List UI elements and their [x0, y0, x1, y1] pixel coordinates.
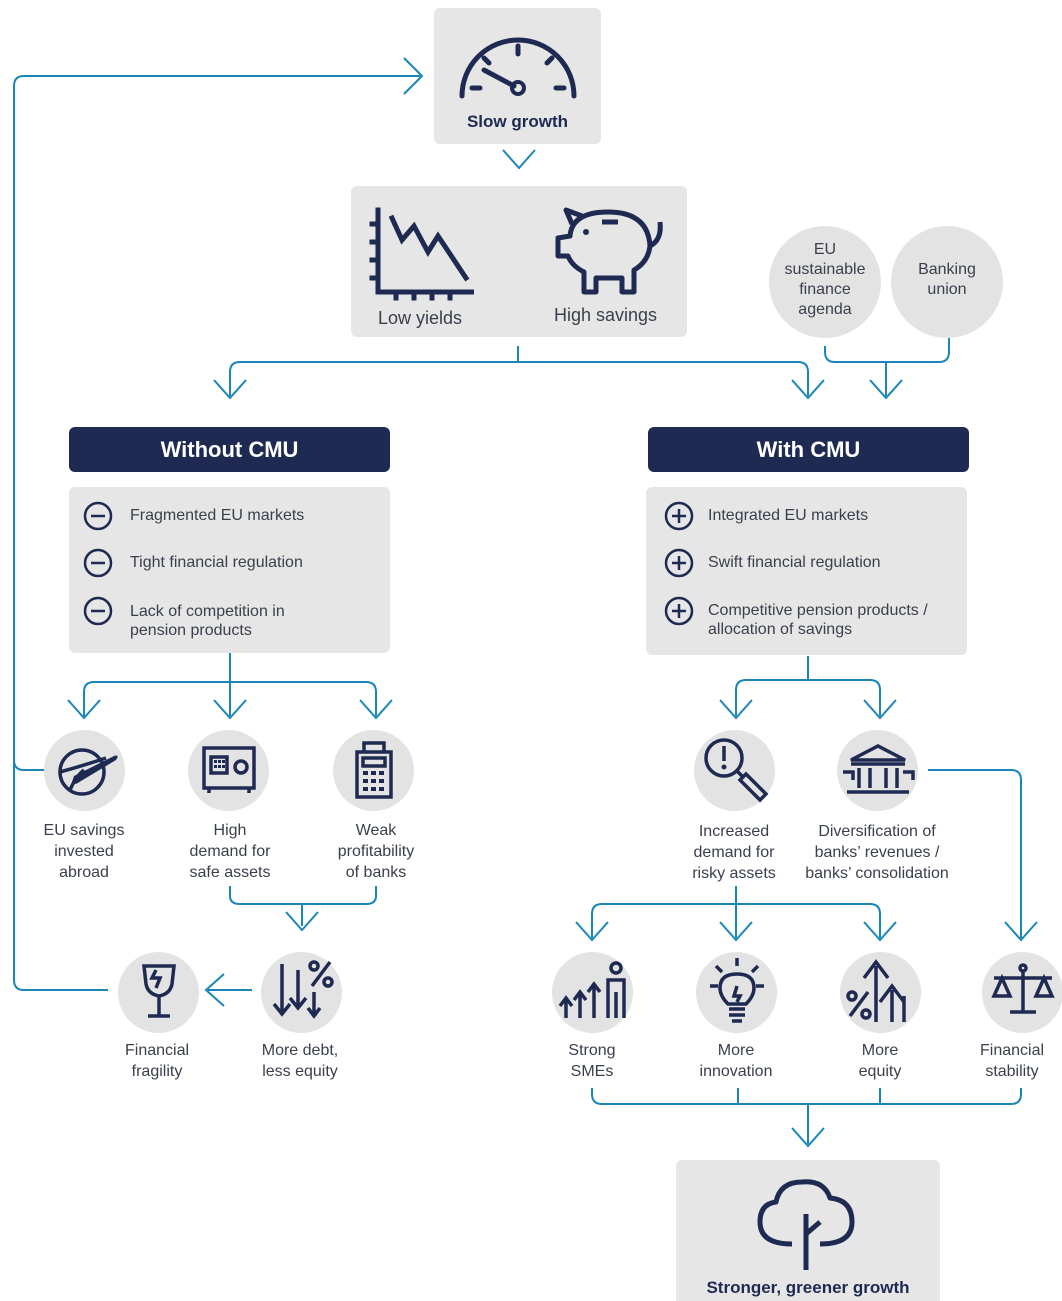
- risky-assets-label: Increased demand for risky assets: [692, 823, 776, 882]
- final-merge: [591, 1088, 1022, 1105]
- bank-icon: [843, 744, 915, 794]
- feedback-loop-bottom: [13, 760, 108, 991]
- with-branch: [735, 679, 881, 716]
- weak-profitability-label: Weak profitability of banks: [337, 822, 415, 881]
- growth-person-icon: [558, 961, 626, 1018]
- slow-growth-label: Slow growth: [466, 112, 569, 131]
- minus-icon: [83, 596, 113, 626]
- minus-icon: [83, 501, 113, 531]
- with-item: Swift financial regulation: [708, 554, 881, 571]
- high-savings-label: High savings: [554, 305, 658, 325]
- up-arrows-percent-icon: [846, 959, 906, 1022]
- stronger-greener-growth-label: Stronger, greener growth: [706, 1278, 910, 1297]
- more-innovation-label: More innovation: [699, 1042, 773, 1080]
- banking-union-circle: [891, 226, 1003, 338]
- bank-to-stability: [928, 769, 1022, 938]
- strong-smes-label: Strong SMEs: [568, 1042, 616, 1080]
- bank-diversification-label: Diversification of banks’ revenues / ban…: [805, 823, 949, 882]
- without-item: Fragmented EU markets: [130, 507, 305, 524]
- declining-chart-icon: [369, 207, 474, 301]
- plus-icon: [664, 596, 694, 626]
- with-item: Integrated EU markets: [708, 507, 869, 524]
- calculator-icon: [355, 741, 393, 799]
- savings-abroad-label: EU savings invested abroad: [43, 822, 125, 881]
- low-yields-label: Low yields: [378, 308, 463, 328]
- arrowhead-to-slow-growth: [403, 57, 424, 95]
- arrowhead-without: [213, 379, 247, 400]
- slow-growth-box: [434, 8, 601, 144]
- plus-icon: [664, 501, 694, 531]
- results-branch: [591, 903, 881, 938]
- without-merge: [229, 886, 377, 905]
- sustainable-finance-label: EU sustainable finance agenda: [784, 241, 866, 318]
- plus-icon: [664, 548, 694, 578]
- with-cmu-box: [646, 487, 967, 655]
- split-left: [229, 346, 519, 396]
- broken-glass-icon: [142, 964, 176, 1018]
- financial-fragility-label: Financial fragility: [124, 1042, 190, 1080]
- magnifier-exclamation-icon: [704, 738, 769, 803]
- more-debt-label: More debt, less equity: [261, 1042, 339, 1080]
- sustainable-finance-circle: [769, 226, 881, 338]
- scales-icon: [991, 963, 1055, 1014]
- without-branch: [83, 681, 377, 716]
- arrowhead-to-savings: [502, 149, 536, 170]
- arrowhead-with: [791, 379, 825, 400]
- drivers-join: [824, 338, 950, 363]
- split-right: [518, 361, 809, 396]
- without-item: Tight financial regulation: [130, 554, 303, 571]
- without-item: Lack of competition in pension products: [130, 603, 285, 639]
- without-cmu-header: Without CMU: [69, 427, 390, 472]
- arrowhead-drivers: [869, 379, 903, 400]
- savings-box: [351, 186, 687, 337]
- without-cmu-box: [69, 487, 390, 653]
- safe-assets-label: High demand for safe assets: [189, 822, 271, 881]
- savings-abroad-circle: [44, 730, 125, 811]
- financial-stability-label: Financial stability: [979, 1042, 1045, 1080]
- feedback-loop-top: [13, 75, 420, 771]
- down-arrows-percent-icon: [272, 960, 334, 1019]
- minus-icon: [83, 548, 113, 578]
- lightbulb-icon: [710, 958, 764, 1023]
- safe-icon: [202, 746, 256, 793]
- plane-globe-icon: [58, 748, 118, 796]
- banking-union-label: Banking union: [918, 261, 976, 298]
- speedometer-icon: [459, 37, 577, 99]
- piggy-bank-icon: [555, 207, 663, 295]
- tree-icon: [757, 1179, 855, 1270]
- with-cmu-header: With CMU: [648, 427, 969, 472]
- more-equity-label: More equity: [858, 1042, 902, 1080]
- with-item: Competitive pension products / allocatio…: [708, 602, 928, 638]
